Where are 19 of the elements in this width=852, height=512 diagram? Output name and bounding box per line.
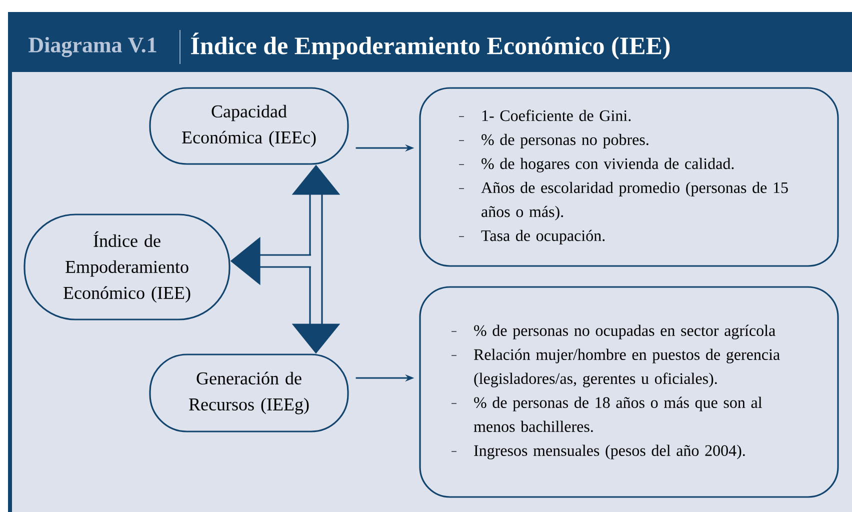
node-label: Capacidad Económica (IEEc): [182, 104, 316, 148]
list-item: % de personas no ocupadas en sector agrícola: [474, 324, 776, 340]
list-item: % de personas de 18 años o más que son al menos bachilleres.: [474, 396, 762, 432]
list-item: Años de escolaridad promedio (personas de 15 años o más).: [481, 182, 788, 220]
rounded-box: [419, 286, 839, 498]
list-item: 1- Coeficiente de Gini.: [482, 110, 631, 122]
figure-number: Diagrama V.1: [28, 36, 156, 58]
list-item: % de hogares con vivienda de calidad.: [482, 158, 734, 172]
rounded-box: [419, 87, 839, 267]
list-item: Ingresos mensuales (pesos del año 2004).: [474, 444, 745, 460]
rounded-box: [24, 214, 230, 320]
rounded-box: [149, 87, 349, 165]
title: Índice de Empoderamiento Económico (IEE): [191, 32, 670, 60]
node-label: Índice de Empoderamiento Económico (IEE): [64, 231, 190, 303]
list-item: Relación mujer/hombre en puestos de gerencia (legisladores/as, gerentes u oficiales).: [474, 348, 780, 388]
rounded-box: [149, 354, 349, 432]
node-label: Generación de Recursos (IEEg): [189, 372, 309, 414]
list-item: % de personas no pobres.: [482, 134, 648, 148]
list-item: Tasa de ocupación.: [481, 230, 605, 244]
